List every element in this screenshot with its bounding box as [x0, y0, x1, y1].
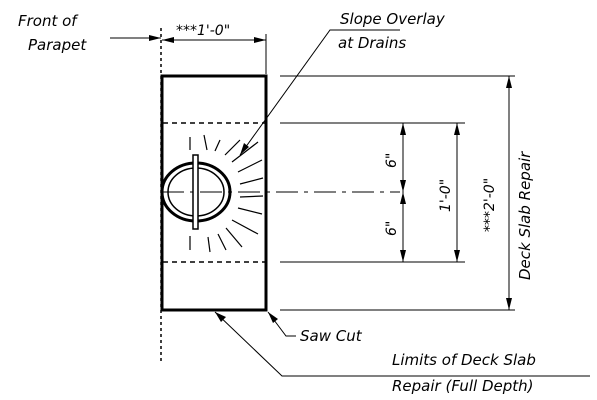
limits-arrow	[215, 312, 226, 322]
slope-overlay-arrow	[240, 143, 249, 155]
label-dim-middle: 1'-0"	[438, 179, 454, 212]
label-deck-slab-repair: Deck Slab Repair	[516, 151, 534, 280]
label-slope-overlay-1: Slope Overlay	[340, 10, 446, 28]
slope-hatch	[189, 134, 264, 253]
label-limits-1: Limits of Deck Slab	[392, 351, 536, 369]
label-front-of-parapet-2: Parapet	[28, 36, 87, 54]
label-front-of-parapet-1: Front of	[18, 12, 79, 30]
label-dim-lower: 6"	[384, 221, 400, 236]
label-dim-upper: 6"	[384, 153, 400, 168]
slope-overlay-leader	[239, 29, 400, 156]
top-dim-arrow-right	[254, 37, 266, 43]
label-slope-overlay-2: at Drains	[338, 34, 406, 52]
label-limits-2: Repair (Full Depth)	[392, 377, 534, 395]
saw-cut-arrow	[268, 312, 278, 323]
label-dim-overall: ***2'-0"	[482, 178, 498, 232]
label-top-width: ***1'-0"	[176, 23, 230, 39]
limits-leader	[214, 311, 590, 377]
drain-grate-bar	[192, 154, 199, 230]
top-dim-arrow-left	[162, 37, 174, 43]
label-saw-cut: Saw Cut	[300, 327, 363, 345]
front-of-parapet-arrow	[149, 35, 161, 41]
repair-area-outline	[160, 74, 268, 312]
